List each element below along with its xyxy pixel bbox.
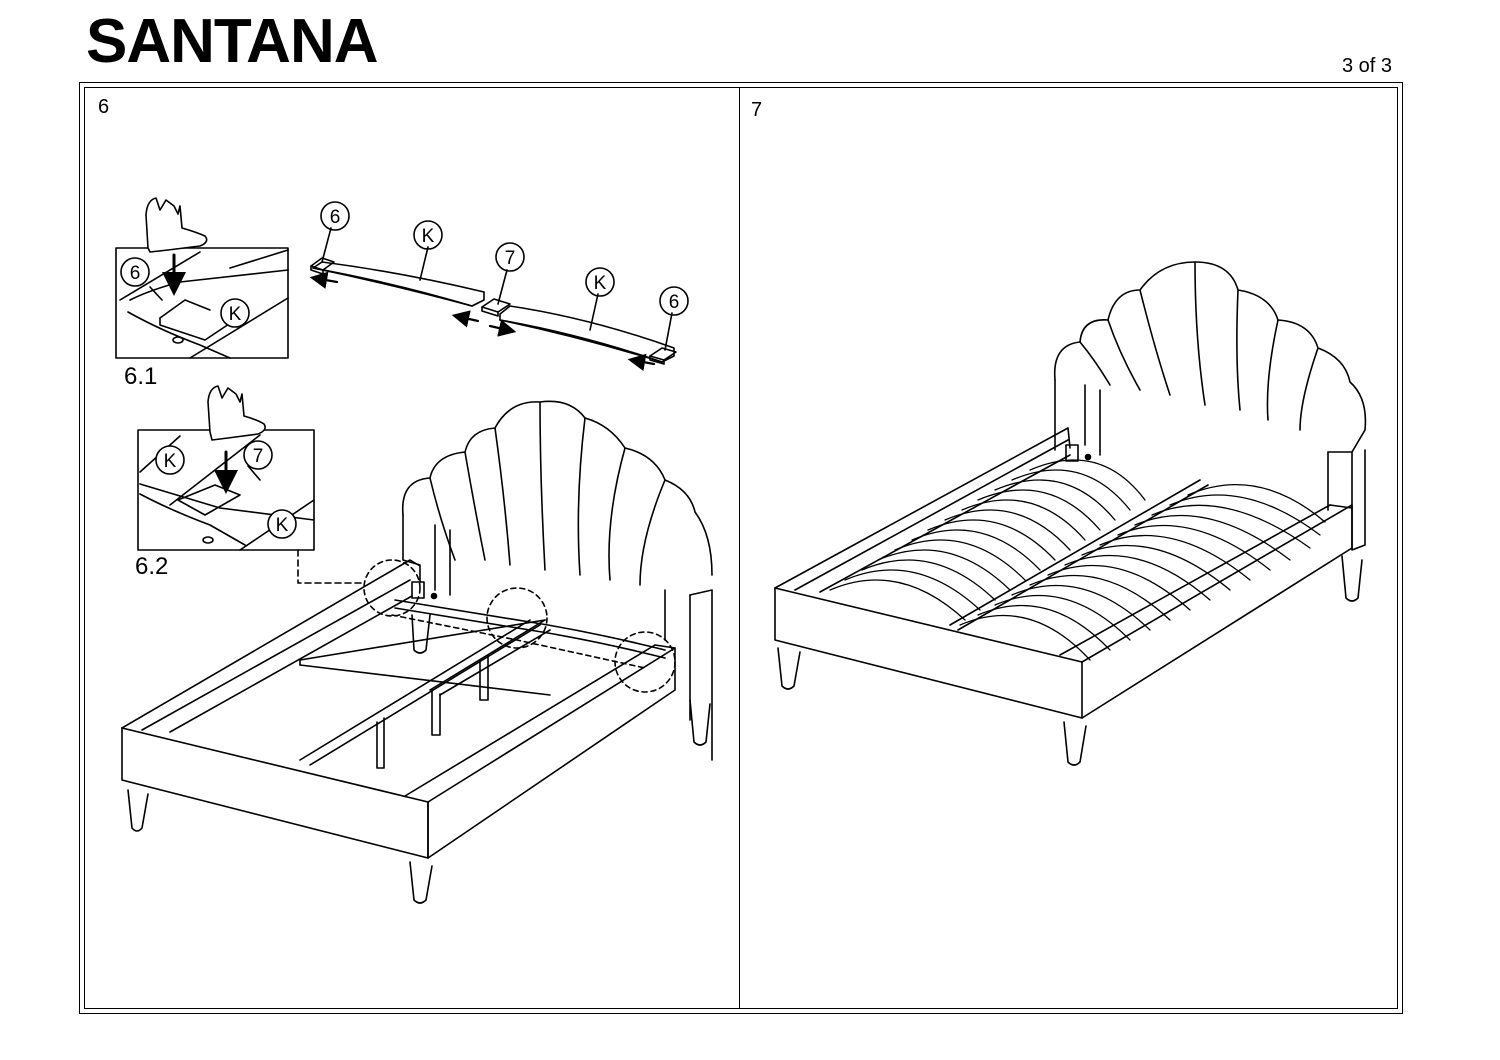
callout-k: K bbox=[220, 298, 250, 328]
page-frame-outer bbox=[79, 82, 1403, 1014]
side-rail-left bbox=[774, 427, 1071, 589]
detail-6-1: 6 K 6.1 bbox=[115, 197, 289, 390]
leg bbox=[1341, 555, 1363, 602]
step-6-number: 6 bbox=[98, 96, 110, 118]
callout-6: 6 bbox=[659, 286, 689, 316]
callout-k: K bbox=[585, 267, 615, 297]
callout-k: K bbox=[155, 445, 185, 475]
detail-6-1-label: 6.1 bbox=[124, 363, 157, 390]
leg bbox=[409, 861, 433, 904]
side-rail-left bbox=[121, 559, 421, 729]
step-7-number: 7 bbox=[751, 99, 763, 121]
callout-7: 7 bbox=[243, 440, 273, 470]
leg bbox=[1063, 721, 1087, 766]
leg bbox=[689, 699, 711, 746]
callout-6: 6 bbox=[120, 257, 150, 287]
headboard-fan bbox=[401, 400, 713, 576]
callout-6: 6 bbox=[320, 201, 350, 231]
headboard-fan bbox=[1053, 261, 1367, 453]
hand-press-icon bbox=[145, 197, 208, 253]
leg bbox=[127, 789, 149, 832]
arrow-left-icon bbox=[627, 353, 656, 372]
page-frame-inner bbox=[84, 87, 1398, 1009]
arrow-left-icon bbox=[309, 271, 339, 289]
end-cap-right bbox=[649, 347, 677, 361]
svg-text:6: 6 bbox=[669, 292, 680, 313]
svg-text:K: K bbox=[164, 451, 177, 472]
svg-text:K: K bbox=[594, 273, 607, 294]
svg-text:7: 7 bbox=[505, 248, 516, 269]
svg-text:K: K bbox=[422, 226, 435, 247]
slats bbox=[829, 459, 1326, 661]
side-rail-right bbox=[1081, 504, 1353, 719]
svg-text:K: K bbox=[276, 515, 289, 536]
slat-left bbox=[312, 261, 485, 307]
connector-center bbox=[481, 298, 511, 313]
svg-text:6: 6 bbox=[330, 207, 341, 228]
leg bbox=[777, 647, 801, 690]
footboard bbox=[774, 587, 1083, 719]
svg-text:7: 7 bbox=[253, 446, 264, 467]
callout-7: 7 bbox=[495, 242, 525, 272]
leg bbox=[411, 614, 431, 654]
arrow-right-icon bbox=[488, 319, 517, 337]
detail-6-2: K 7 K 6.2 bbox=[135, 385, 315, 580]
svg-text:K: K bbox=[229, 304, 242, 325]
arrow-left-icon bbox=[451, 310, 480, 328]
panel-divider bbox=[739, 87, 740, 1009]
footboard bbox=[121, 727, 429, 859]
callout-k: K bbox=[413, 220, 443, 250]
hand-press-icon bbox=[207, 385, 266, 441]
detail-6-2-label: 6.2 bbox=[135, 553, 168, 580]
callout-k: K bbox=[267, 509, 297, 539]
slat-right bbox=[499, 305, 675, 363]
bed-frame-step-6 bbox=[121, 400, 713, 904]
end-cap-left bbox=[310, 257, 335, 271]
side-rail-right bbox=[427, 647, 676, 859]
slat-explode-view: 6 K 7 K 6 bbox=[309, 201, 689, 372]
page-number: 3 of 3 bbox=[1341, 55, 1392, 77]
bed-frame-step-7 bbox=[774, 261, 1367, 766]
document-title: SANTANA bbox=[86, 7, 378, 76]
svg-text:6: 6 bbox=[130, 263, 141, 284]
